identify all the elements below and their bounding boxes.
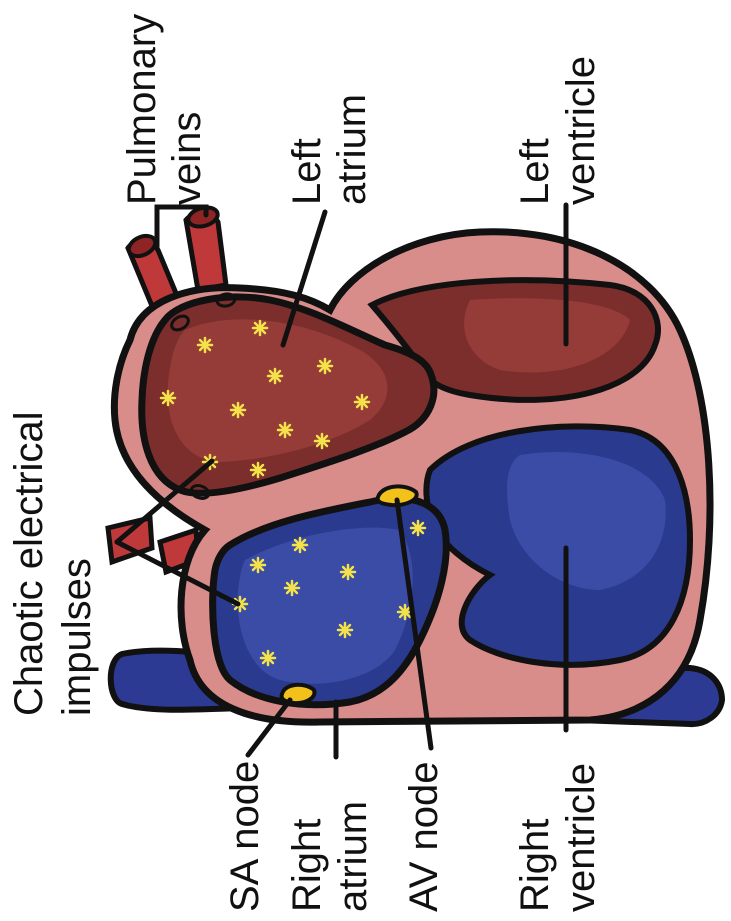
label-right-atrium-line2: atrium <box>331 801 375 912</box>
spark-icon <box>411 521 425 535</box>
spark-icon <box>318 359 332 373</box>
spark-icon <box>251 463 265 477</box>
spark-icon <box>341 565 355 579</box>
label-left-atrium-line2: atrium <box>330 94 374 205</box>
spark-icon <box>315 434 329 448</box>
label-chaotic-impulses-line2: impulses <box>55 558 99 716</box>
spark-icon <box>338 623 352 637</box>
right-ventricle-chamber <box>426 426 690 664</box>
spark-icon <box>268 369 282 383</box>
spark-icon <box>278 423 292 437</box>
label-pulmonary-veins-line1: Pulmonary <box>120 14 164 205</box>
label-pulmonary-veins-line2: veins <box>165 112 209 205</box>
label-chaotic-impulses-line1: Chaotic electrical <box>7 411 51 716</box>
spark-icon <box>261 651 275 665</box>
spark-icon <box>251 558 265 572</box>
label-sa-node: SA node <box>223 761 267 912</box>
label-left-ventricle-line1: Left <box>513 138 557 205</box>
label-av-node: AV node <box>402 762 446 913</box>
label-left-ventricle-line2: ventricle <box>559 56 603 205</box>
sa-node <box>282 685 315 703</box>
label-right-ventricle-line1: Right <box>513 819 557 912</box>
spark-icon <box>198 338 212 352</box>
spark-icon <box>293 538 307 552</box>
spark-icon <box>355 395 369 409</box>
label-right-atrium-line1: Right <box>285 819 329 912</box>
pulmonary-veins-pointer <box>157 207 176 248</box>
spark-icon <box>231 403 245 417</box>
label-right-ventricle-line2: ventricle <box>559 763 603 912</box>
spark-icon <box>161 391 175 405</box>
label-left-atrium-line1: Left <box>285 138 329 205</box>
spark-icon <box>285 581 299 595</box>
spark-icon <box>253 321 267 335</box>
